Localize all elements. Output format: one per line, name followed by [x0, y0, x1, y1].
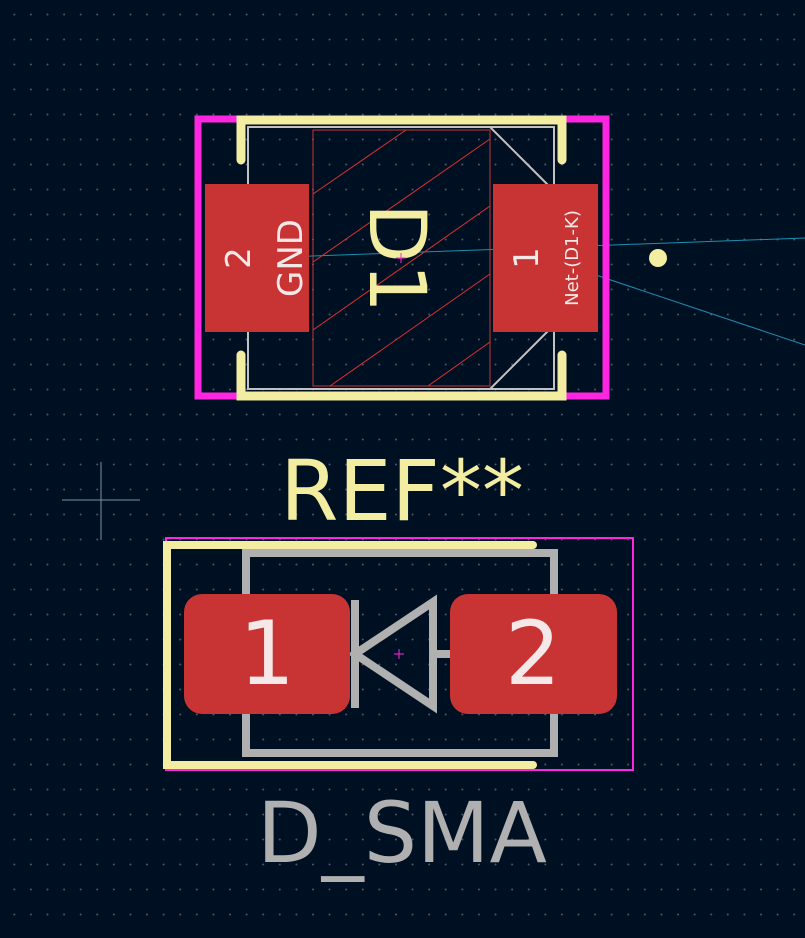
pad-2[interactable]: 2 — [450, 594, 617, 714]
origin-crosshair-icon — [62, 462, 140, 540]
value-label: D_SMA — [257, 784, 547, 882]
footprint-d-sma[interactable]: REF** 1 2 D_SMA — [163, 442, 634, 882]
pad-number: 2 — [219, 247, 259, 269]
pad-number: 1 — [507, 247, 547, 269]
pad-number: 1 — [239, 602, 295, 705]
pad-net-name: Net-(D1-K) — [562, 210, 583, 306]
silkscreen-outline — [163, 541, 537, 769]
keepout-zone — [312, 129, 491, 387]
reference-label: REF** — [280, 442, 524, 540]
anchor-crosshair — [396, 253, 406, 263]
pad-net-name: GND — [271, 219, 311, 297]
anchor-crosshair — [394, 649, 404, 659]
pad-2[interactable]: 2 GND — [205, 184, 311, 332]
diode-symbol-icon — [347, 594, 460, 714]
pad-1[interactable]: 1 Net-(D1-K) — [493, 184, 598, 332]
pad-number: 2 — [505, 602, 561, 705]
silkscreen-brackets — [236, 115, 567, 401]
pin1-marker — [649, 249, 667, 267]
pad-1[interactable]: 1 — [184, 594, 350, 714]
footprint-d1[interactable]: 2 GND 1 Net-(D1-K) D1 — [194, 115, 610, 401]
